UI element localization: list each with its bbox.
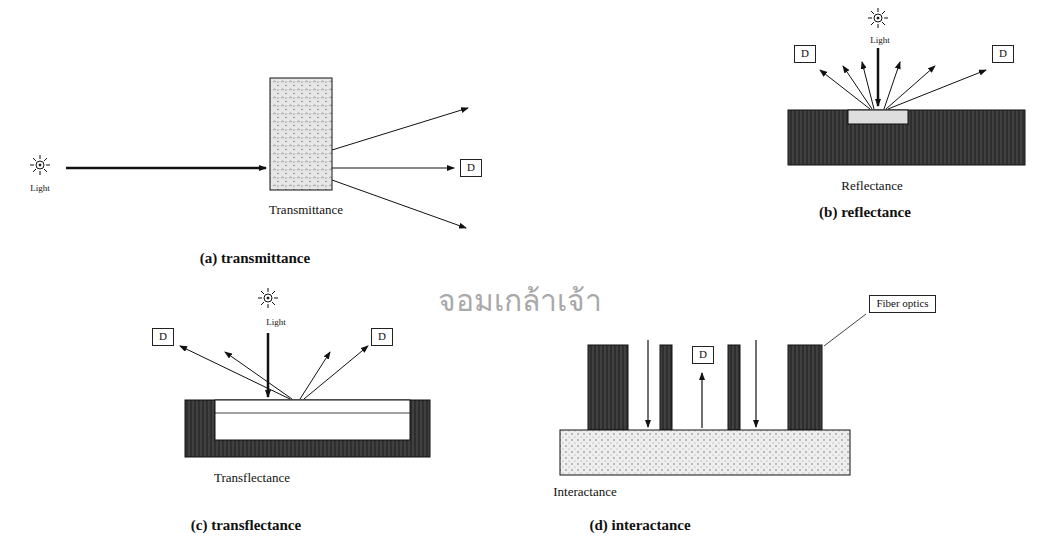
panel-caption: (d) interactance — [589, 517, 690, 534]
mode-name: Transflectance — [214, 470, 290, 486]
detector-box: D — [460, 159, 482, 177]
node-text: D — [158, 330, 168, 342]
callout-box: Fiber optics — [869, 295, 936, 313]
fiber-bundle — [588, 345, 628, 430]
reflected-ray — [304, 346, 368, 399]
light-label: Light — [30, 183, 50, 193]
node-text: D — [998, 47, 1008, 59]
reflector-line — [215, 413, 410, 414]
panel-a-transmittance — [30, 78, 468, 228]
reflected-ray — [888, 70, 986, 109]
returned-ray — [701, 373, 702, 428]
reflected-ray — [180, 346, 290, 399]
detector-box: D — [992, 45, 1014, 63]
panel-d-interactance — [560, 314, 866, 475]
reflected-ray — [820, 70, 870, 109]
light-source — [258, 288, 278, 308]
scattered-ray — [332, 180, 466, 228]
fiber-bundle — [788, 345, 822, 430]
sample-holder — [788, 110, 1025, 165]
reflected-ray — [300, 352, 330, 399]
panel-c-transflectance — [180, 288, 430, 457]
sample — [270, 78, 332, 190]
node-text: Fiber optics — [875, 297, 930, 309]
mode-name: Interactance — [553, 484, 617, 500]
node-text: D — [698, 348, 708, 360]
reflected-ray — [884, 62, 900, 109]
light-label: Light — [870, 35, 890, 45]
watermark: จอมเกล้าเจ้า — [438, 277, 602, 324]
panel-caption: (a) transmittance — [200, 250, 310, 267]
incident-beam — [267, 333, 270, 397]
fiber-bundle — [728, 345, 740, 430]
detector-box: D — [692, 346, 714, 364]
panel-b-reflectance — [788, 8, 1025, 165]
reflected-ray — [862, 62, 874, 109]
scattered-ray — [332, 108, 468, 150]
light-source — [868, 8, 888, 28]
incident-ray — [647, 340, 648, 427]
mode-name: Reflectance — [841, 178, 902, 194]
light-label: Light — [266, 317, 286, 327]
incident-beam — [66, 167, 266, 170]
mode-name: Transmittance — [269, 202, 343, 218]
node-text: D — [800, 47, 810, 59]
reflected-ray — [225, 352, 292, 399]
incident-beam — [877, 48, 880, 106]
transmitted-ray — [332, 168, 454, 169]
detector-box: D — [794, 45, 816, 63]
node-text: D — [377, 330, 387, 342]
panel-caption: (c) transflectance — [191, 517, 301, 534]
sample — [560, 430, 850, 475]
detector-box: D — [371, 328, 393, 346]
node-text: D — [466, 161, 476, 173]
sample-holder — [185, 400, 430, 457]
reflected-ray — [843, 66, 872, 109]
light-source — [30, 155, 50, 175]
leader-line — [824, 314, 866, 346]
reflected-ray — [886, 66, 935, 109]
panel-caption: (b) reflectance — [819, 204, 911, 221]
sample — [848, 110, 908, 124]
sample-cell — [215, 400, 410, 440]
incident-ray — [755, 340, 756, 427]
fiber-bundle — [660, 345, 672, 430]
detector-box: D — [152, 328, 174, 346]
